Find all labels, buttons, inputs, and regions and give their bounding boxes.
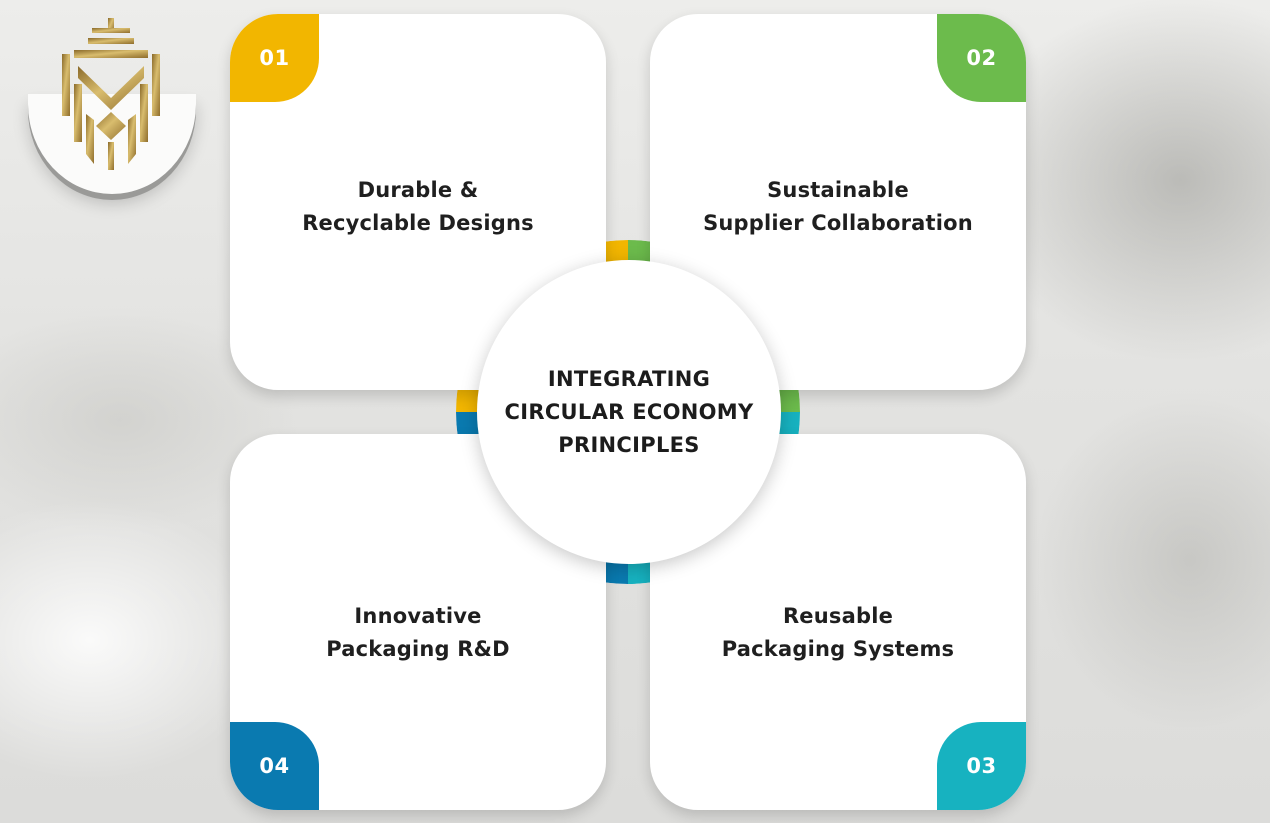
hub-title-line: PRINCIPLES [558, 432, 700, 457]
card-title: Reusable Packaging Systems [721, 604, 955, 661]
card-number-badge: 04 [230, 722, 319, 810]
card-title: Sustainable Supplier Collaboration [703, 178, 973, 235]
crown-shield-logo-icon [62, 18, 160, 170]
card-durable-recyclable-designs: 01 Durable & Recyclable Designs [230, 14, 606, 390]
card-number-badge: 03 [937, 722, 1026, 810]
central-hub: INTEGRATING CIRCULAR ECONOMY PRINCIPLES [477, 260, 781, 564]
card-number-badge: 01 [230, 14, 319, 102]
hub-title-line: CIRCULAR ECONOMY [504, 399, 754, 424]
card-title: Innovative Packaging R&D [326, 604, 510, 661]
card-number-badge: 02 [937, 14, 1026, 102]
company-logo [28, 6, 196, 194]
card-title: Durable & Recyclable Designs [302, 178, 534, 235]
hub-title-line: INTEGRATING [547, 366, 711, 391]
